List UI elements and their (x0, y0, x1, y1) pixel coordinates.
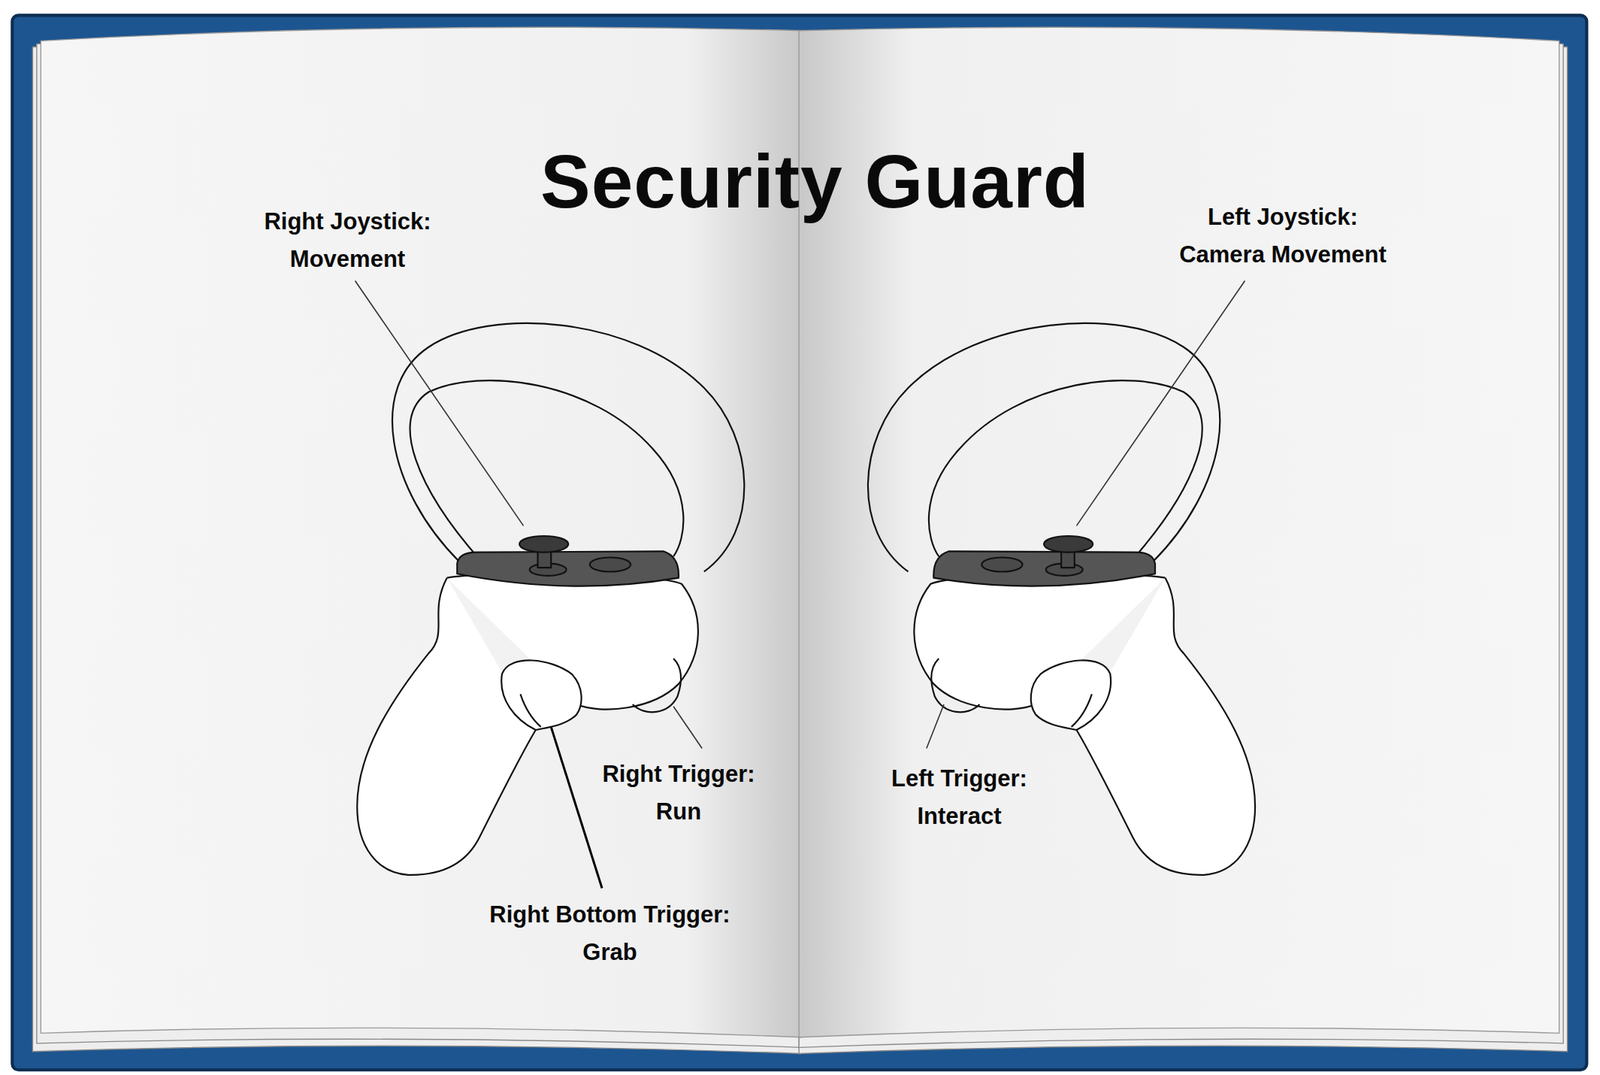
leader-line (355, 280, 524, 526)
control-label: Right Bottom Trigger: Grab (486, 895, 733, 971)
grip-button (632, 658, 681, 712)
leader-lines (355, 280, 1246, 888)
control-label: Left Trigger: Interact (889, 759, 1030, 835)
face-button (589, 556, 631, 572)
tracking-ring (392, 323, 745, 572)
left-controller-shape (868, 323, 1256, 875)
leader-line (550, 726, 602, 889)
leader-line (673, 706, 702, 749)
face-plate (456, 550, 679, 586)
book-cover (12, 15, 1587, 1070)
leader-line (1076, 280, 1245, 526)
leader-line (926, 704, 944, 748)
right-controller (356, 323, 745, 875)
trigger-edge (520, 693, 541, 726)
left-controller (868, 323, 1256, 875)
front-trigger (501, 659, 581, 730)
control-label: Right Trigger: Run (599, 755, 758, 831)
tracking-ring-inner (410, 380, 684, 560)
control-label: Left Joystick: Camera Movement (1176, 198, 1389, 274)
joystick-cap (519, 535, 569, 553)
control-label: Right Joystick: Movement (261, 202, 434, 279)
title: Security Guard (540, 139, 1090, 223)
